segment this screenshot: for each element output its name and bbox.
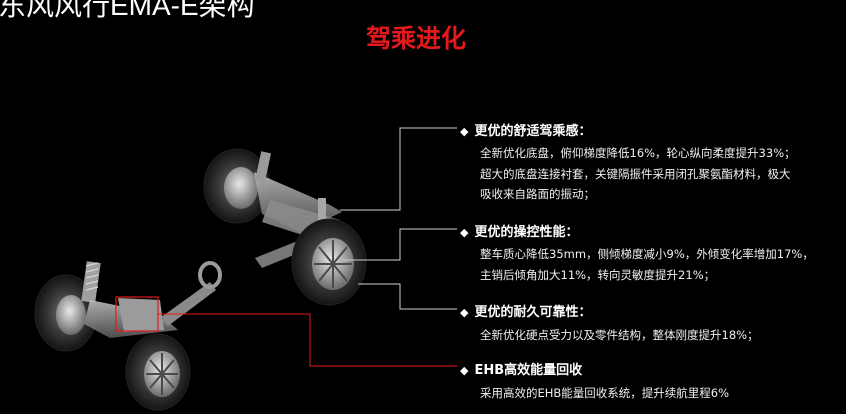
feature-heading-ehb: ◆EHB高效能量回收 — [460, 363, 583, 378]
feature-desc-comfort: 全新优化底盘，俯仰梯度降低16%，轮心纵向柔度提升33%； 超大的底盘连接衬套，… — [480, 146, 796, 201]
feature-heading-durability: ◆更优的耐久可靠性： — [460, 305, 592, 320]
diamond-bullet-icon: ◆ — [460, 306, 469, 319]
feature-desc-durability: 全新优化硬点受力以及零件结构，整体刚度提升18%； — [480, 328, 759, 342]
front-suspension — [34, 261, 222, 411]
feature-heading-handling: ◆更优的操控性能： — [460, 225, 579, 240]
diamond-bullet-icon: ◆ — [460, 226, 469, 239]
diamond-bullet-icon: ◆ — [460, 125, 469, 138]
feature-heading-comfort: ◆更优的舒适驾乘感： — [460, 124, 592, 139]
rear-suspension — [203, 148, 367, 306]
feature-desc-ehb: 采用高效的EHB能量回收系统，提升续航里程6% — [480, 386, 730, 400]
slide-subtitle: 驾乘进化 — [366, 24, 467, 53]
diamond-bullet-icon: ◆ — [460, 364, 469, 377]
ehb-callout-line — [158, 313, 457, 367]
callout-lines — [340, 127, 457, 310]
slide-title: 东风风行EMA-E架构 — [0, 0, 255, 21]
feature-desc-handling: 整车质心降低35mm，侧倾梯度减小9%，外倾变化率增加17%， 主销后倾角加大1… — [480, 247, 814, 282]
